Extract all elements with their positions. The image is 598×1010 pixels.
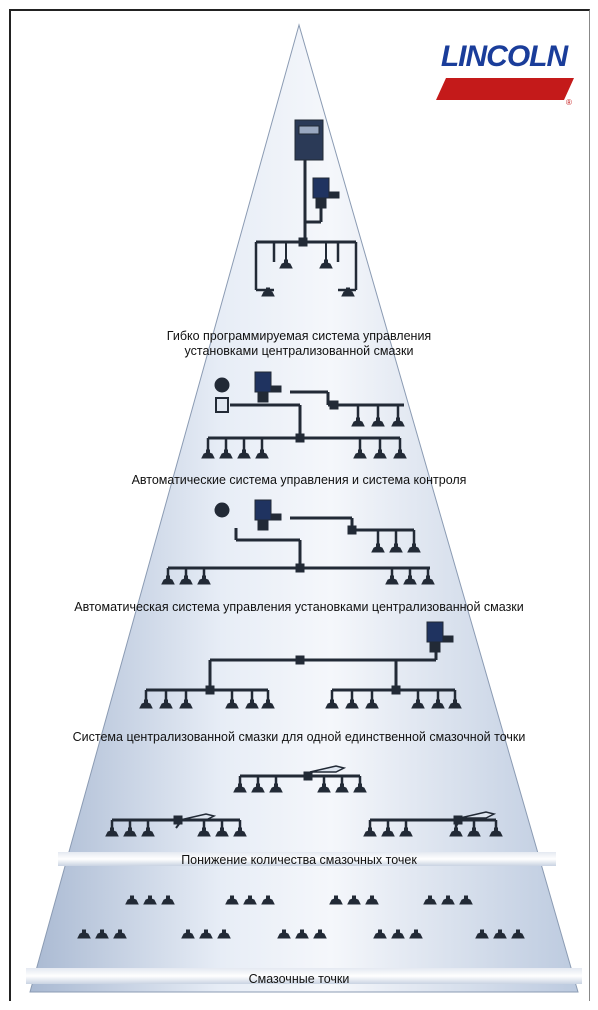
distributor-icon — [391, 685, 401, 695]
sensor-icon — [214, 377, 230, 393]
distributor-icon — [298, 237, 308, 247]
grease-gun-icon — [309, 765, 347, 773]
pump-icon — [254, 499, 272, 521]
distributor-icon — [205, 685, 215, 695]
level-band-6 — [26, 968, 582, 984]
distributor-icon — [347, 525, 357, 535]
registered-mark: ® — [566, 98, 572, 107]
logo-red-bar — [436, 78, 574, 100]
distributor-icon — [329, 400, 339, 410]
sensor-icon — [214, 502, 230, 518]
level-6-label: Смазочные точки — [248, 972, 350, 986]
control-unit-icon — [215, 397, 229, 413]
lubrication-symbols — [77, 119, 525, 939]
pump-icon — [312, 177, 330, 199]
level-1-label-line-1: Гибко программируемая система управления — [166, 329, 432, 343]
grease-gun-icon — [459, 811, 497, 819]
level-5-label: Понижение количества смазочных точек — [181, 853, 417, 867]
distributor-icon — [173, 815, 183, 825]
distributor-icon — [303, 771, 313, 781]
pump-icon — [254, 371, 272, 393]
distributor-icon — [295, 563, 305, 573]
distributor-icon — [453, 815, 463, 825]
level-band-5 — [58, 852, 556, 866]
level-4-label: Система централизованной смазки для одно… — [72, 730, 526, 744]
level-2-label: Автоматические система управления и сист… — [131, 473, 467, 487]
lincoln-logo: LINCOLN ® — [430, 40, 578, 107]
distributor-icon — [295, 655, 305, 665]
pyramid-shape — [29, 23, 579, 993]
logo-wordmark: LINCOLN — [440, 40, 568, 73]
level-3-label: Автоматическая система управления устано… — [74, 600, 524, 614]
pump-icon — [426, 621, 444, 643]
level-1-label-line-2: установками централизованной смазки — [184, 344, 414, 358]
distributor-icon — [295, 433, 305, 443]
